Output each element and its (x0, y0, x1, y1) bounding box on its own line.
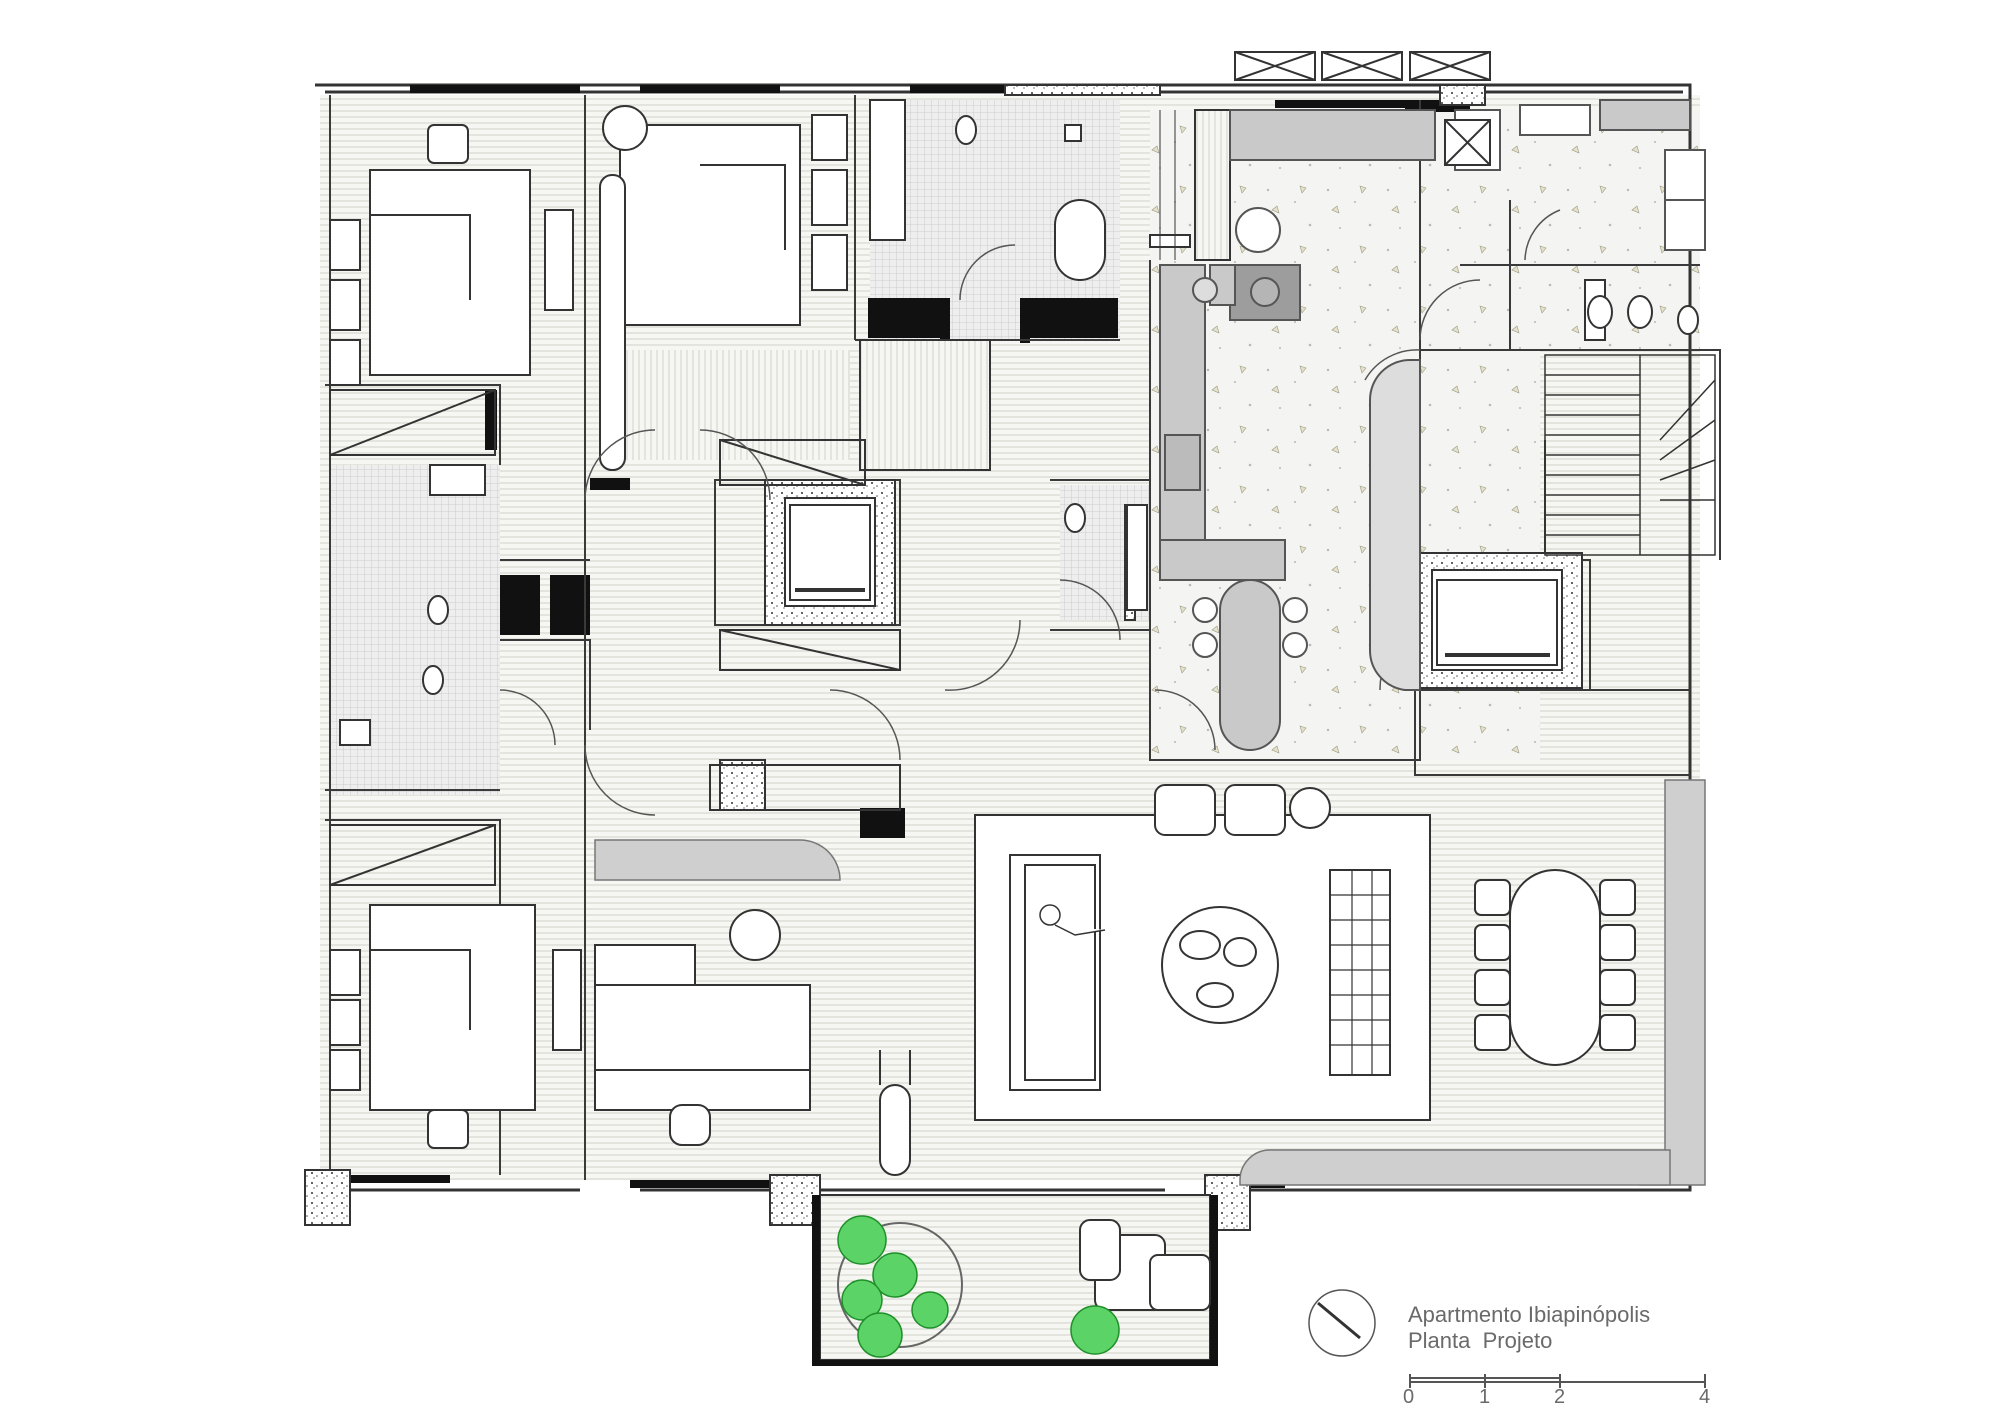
built-ins (594, 779, 1706, 1186)
bedroom-bottom-left (329, 904, 582, 1149)
project-subtitle: Planta Projeto (1408, 1328, 1553, 1353)
bathroom-left (339, 464, 486, 746)
bathroom-top (869, 99, 1231, 281)
armchairs (669, 784, 1331, 1176)
scale-label-4: 4 (1699, 1386, 1711, 1408)
figure (1039, 904, 1106, 936)
skylights (1234, 51, 1491, 81)
bedroom-top-middle (599, 105, 848, 471)
elevators (789, 119, 1558, 666)
project-title: Apartmento Ibiapinópolis (1408, 1302, 1651, 1327)
scale-label-1: 1 (1479, 1386, 1491, 1408)
dining (1474, 869, 1636, 1066)
kitchen (1159, 99, 1706, 751)
bedroom-top-left (329, 124, 574, 386)
north-arrow-icon (1308, 1289, 1376, 1357)
service-counter (1368, 359, 1421, 691)
living-room (594, 814, 1431, 1121)
bathroom-service (1064, 279, 1699, 611)
stairs (1544, 354, 1716, 556)
corridor-boxes (329, 339, 991, 886)
plants (837, 1215, 1120, 1358)
door-swings (499, 209, 1561, 816)
scale-label-0: 0 (1403, 1386, 1415, 1408)
scale-bar (1409, 1374, 1706, 1388)
scale-label-2: 2 (1554, 1386, 1566, 1408)
